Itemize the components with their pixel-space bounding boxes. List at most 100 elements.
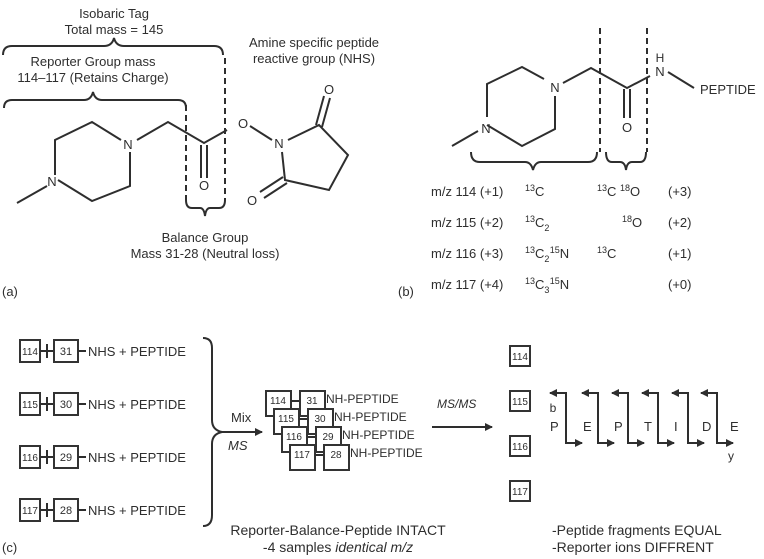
mid-isotopes: 13C (597, 245, 616, 261)
reporter-mass: 117 (22, 506, 38, 517)
mix-label: Mix (231, 410, 252, 425)
reporter-mass: 116 (286, 432, 302, 443)
atom-o-nhs-top: O (324, 82, 334, 97)
reporter-group-mass: 114–117 (Retains Charge) (17, 70, 168, 85)
mixed-suffix: NH-PEPTIDE (350, 446, 423, 460)
panel-a-label: (a) (2, 284, 18, 299)
reporter-isotopes: 13C3 15N (525, 276, 569, 295)
isotope-element: C (535, 277, 544, 292)
y-ion-label: y (728, 449, 734, 463)
linker-bonds-b (562, 66, 651, 90)
reporter-group-title: Reporter Group mass (31, 54, 156, 69)
balance-mass: 30 (60, 399, 72, 411)
isotope-mass: 13 (597, 245, 607, 255)
y-fragment-arrow (657, 439, 675, 447)
atom-n-methyl-b: N (481, 121, 490, 136)
atom-n-ring-b: N (550, 80, 559, 95)
isobaric-tag-brace (2, 37, 224, 56)
isotope-mass: 13 (525, 245, 535, 255)
residue-letter: I (674, 419, 678, 434)
y-fragment-arrow (565, 439, 583, 447)
panel-a: Isobaric Tag Total mass = 145 Reporter G… (2, 6, 379, 299)
balance-isotopes: 13C 18O (597, 183, 640, 199)
balance-group-brace (185, 199, 226, 217)
b-fragment-arrow (549, 389, 567, 444)
balance-mass: 28 (60, 505, 72, 517)
mix-brace (202, 337, 223, 527)
residue-letter: P (550, 419, 559, 434)
reporter-ion-mass: 117 (512, 487, 528, 498)
isotope-mass: 13 (525, 214, 535, 224)
reporter-brace-b (470, 151, 598, 171)
caption-fragments-equal: -Peptide fragments EQUAL (552, 522, 722, 538)
balance-mass: 30 (314, 414, 326, 425)
reporter-group-brace (3, 91, 187, 109)
isotope-element: O (632, 215, 642, 230)
atom-h-amide: H (656, 51, 665, 65)
isotope-mass: 13 (525, 276, 535, 286)
atom-o-carbonyl: O (199, 178, 209, 193)
sample-suffix: NHS + PEPTIDE (88, 344, 186, 359)
atom-n-amide: N (655, 64, 664, 79)
b-fragment-arrow (641, 389, 659, 444)
succinimide-carbonyl-top (315, 95, 331, 128)
isotope-element: C (535, 246, 544, 261)
succinimide-ring-bonds (281, 123, 350, 192)
amine-group-title: Amine specific peptide (249, 35, 379, 50)
piperazine-ring-bonds (16, 120, 131, 204)
balance-shift: (+3) (668, 184, 691, 199)
mz-value: m/z 116 (+3) (431, 246, 503, 261)
residue-letter: D (702, 419, 711, 434)
b-ion-label: b (550, 401, 557, 415)
isobaric-tag-title: Isobaric Tag (79, 6, 149, 21)
isotope-element: C (607, 246, 616, 261)
b-fragment-arrow (611, 389, 629, 444)
isotope-count: 2 (544, 254, 549, 264)
atom-o-b: O (622, 120, 632, 135)
reporter-mass: 116 (22, 453, 38, 464)
atom-n-methyl: N (47, 174, 56, 189)
reporter-ion-box (509, 390, 531, 412)
succinimide-carbonyl-bottom (259, 176, 288, 199)
balance-mass: 28 (330, 450, 342, 461)
reporter-isotopes: 13C (525, 183, 544, 199)
sample-suffix: NHS + PEPTIDE (88, 503, 186, 518)
balance-shift: (+2) (668, 215, 691, 230)
balance-group-mass: Mass 31-28 (Neutral loss) (131, 246, 280, 261)
isotope-element: N (560, 277, 569, 292)
ms-label: MS (228, 438, 248, 453)
linker-bonds (136, 120, 228, 145)
isotope-count: 2 (544, 223, 549, 233)
atom-n-nhs: N (274, 136, 283, 151)
residue-letter: T (644, 419, 652, 434)
reporter-ion-mass: 115 (512, 397, 528, 408)
reporter-mass: 114 (22, 347, 38, 358)
caption-intact: Reporter-Balance-Peptide INTACT (230, 522, 446, 538)
reporter-ion-box (509, 480, 531, 502)
reporter-box (289, 444, 316, 471)
isotope-element: C (607, 184, 616, 199)
isotope-element: C (535, 184, 544, 199)
msms-label: MS/MS (437, 397, 476, 411)
caption-identical-italic: identical m/z (335, 539, 413, 555)
atom-o-nhs-bottom: O (247, 193, 257, 208)
sample-row: 114 31 NHS + PEPTIDE (19, 339, 186, 363)
mz-value: m/z 117 (+4) (431, 277, 503, 292)
sample-row: 117 28 NHS + PEPTIDE (19, 498, 186, 522)
isotope-row: m/z 115 (+2)13C2 18O(+2) (431, 214, 691, 233)
residue-letter: E (583, 419, 592, 434)
amine-group-subtitle: reactive group (NHS) (253, 51, 375, 66)
balance-isotopes: 18O (622, 214, 642, 230)
balance-mass: 31 (306, 396, 318, 407)
panel-b-label: (b) (398, 284, 414, 299)
balance-mass: 31 (60, 346, 72, 358)
ester-bond (249, 125, 273, 141)
